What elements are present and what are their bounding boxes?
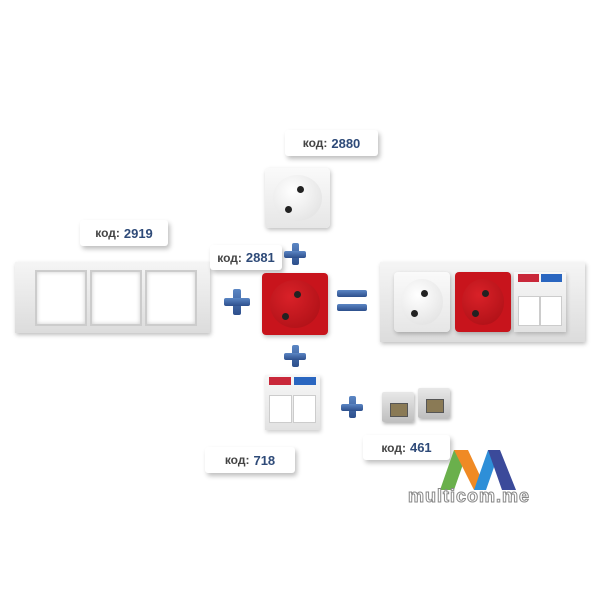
- product-code: 461: [409, 440, 432, 455]
- label-2881: код:2881: [210, 245, 282, 270]
- multicom-logo-mark: [440, 450, 516, 490]
- label-prefix: код:: [95, 226, 120, 240]
- label-2919: код:2919: [80, 220, 168, 246]
- product-code: 2881: [245, 250, 275, 265]
- product-code: 2919: [123, 225, 153, 241]
- keystone-jack: [418, 388, 450, 418]
- frame-2919: [15, 262, 210, 333]
- plus-icon: [224, 289, 250, 315]
- product-code: 2880: [331, 135, 361, 151]
- white-socket-2880: [265, 168, 330, 228]
- plus-icon: [284, 345, 306, 367]
- plus-icon: [341, 396, 363, 418]
- product-code: 718: [253, 452, 276, 468]
- label-prefix: код:: [381, 440, 406, 455]
- plus-icon: [284, 243, 306, 265]
- assembled-frame: [380, 262, 585, 342]
- red-socket-2881: [262, 273, 328, 335]
- label-461: код:461: [363, 435, 450, 460]
- label-prefix: код:: [302, 136, 328, 150]
- label-prefix: код:: [224, 453, 250, 467]
- equals-icon: [337, 290, 367, 312]
- label-718: код:718: [205, 447, 295, 473]
- keystone-jack: [382, 392, 414, 422]
- label-2880: код:2880: [285, 130, 378, 156]
- logo-text: multicom.me: [407, 486, 531, 507]
- label-prefix: код:: [217, 250, 242, 265]
- data-module-718: [265, 375, 320, 430]
